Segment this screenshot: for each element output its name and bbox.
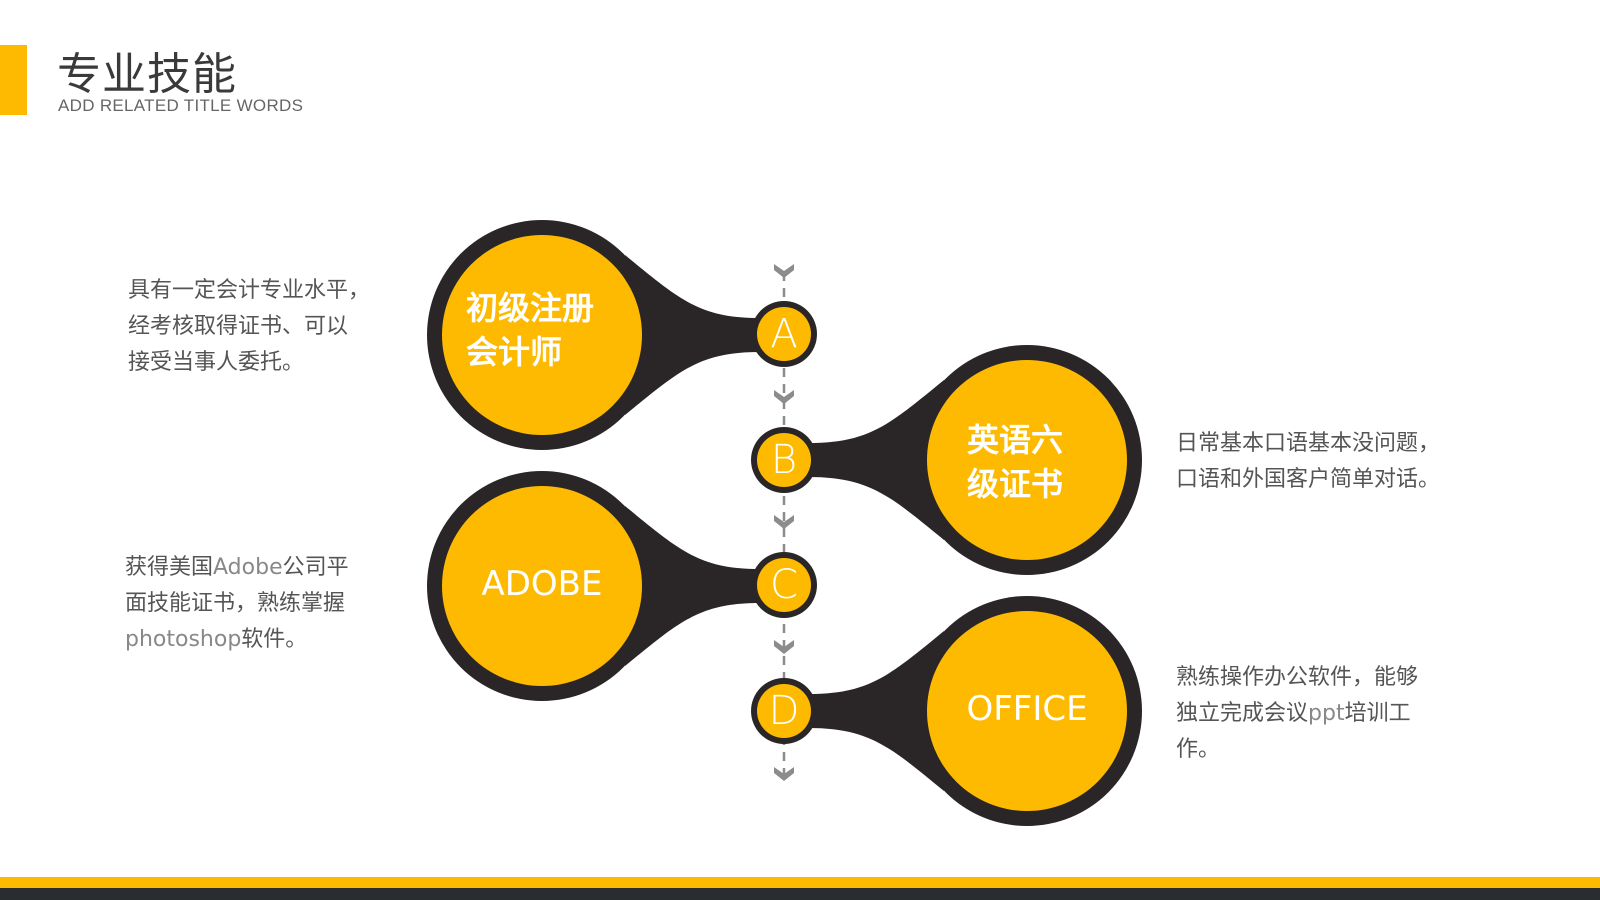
node-b-label: 英语六 级证书 — [967, 418, 1063, 506]
node-b-shape — [751, 345, 1142, 575]
desc-line: photoshop软件。 — [125, 622, 349, 658]
node-letter-d: D — [768, 688, 800, 734]
node-a-label: 初级注册 会计师 — [466, 286, 594, 374]
desc-latin-text: photoshop — [125, 627, 242, 652]
desc-line: 接受当事人委托。 — [128, 350, 305, 375]
desc-line: 作。 — [1176, 737, 1221, 762]
node-a-shape — [427, 220, 817, 450]
desc-line: 具有一定会计专业水平， — [128, 278, 371, 303]
node-a-label-line2: 会计师 — [466, 333, 563, 371]
node-c-description: 获得美国Adobe公司平 面技能证书，熟练掌握 photoshop软件。 — [125, 550, 349, 658]
node-c-shape — [427, 471, 817, 701]
node-d-description: 熟练操作办公软件，能够 独立完成会议ppt培训工 作。 — [1176, 660, 1418, 768]
page-subtitle: ADD RELATED TITLE WORDS — [58, 96, 304, 115]
chevron-down-icon — [774, 640, 794, 654]
desc-text: 获得美国 — [125, 555, 214, 580]
node-b-label-line2: 级证书 — [967, 465, 1064, 503]
desc-text: 软件。 — [241, 627, 308, 652]
desc-line: 口语和外国客户简单对话。 — [1176, 467, 1441, 492]
node-a-label-line1: 初级注册 — [466, 289, 595, 327]
desc-line: 日常基本口语基本没问题， — [1176, 431, 1441, 456]
desc-latin-text: Adobe — [213, 555, 283, 580]
desc-line: 熟练操作办公软件，能够 — [1176, 665, 1419, 690]
node-b-description: 日常基本口语基本没问题， 口语和外国客户简单对话。 — [1176, 426, 1440, 498]
footer-dark-bar — [0, 888, 1600, 900]
node-a-description: 具有一定会计专业水平， 经考核取得证书、可以 接受当事人委托。 — [128, 273, 370, 381]
desc-text: 培训工 — [1344, 701, 1411, 726]
page-title: 专业技能 — [57, 49, 237, 100]
desc-latin-text: ppt — [1308, 701, 1345, 726]
node-c-label: ADOBE — [481, 564, 603, 604]
chevron-down-icon — [774, 264, 794, 278]
node-d-label: OFFICE — [966, 689, 1088, 729]
desc-text: 公司平 — [282, 555, 349, 580]
desc-text: 独立完成会议 — [1176, 701, 1309, 726]
node-letter-c: C — [770, 562, 798, 608]
chevron-down-icon — [774, 390, 794, 404]
node-d-shape — [751, 596, 1142, 826]
desc-line: 独立完成会议ppt培训工 — [1176, 696, 1418, 732]
chevron-down-icon — [774, 515, 794, 529]
chevron-down-icon — [774, 767, 794, 781]
node-b-label-line1: 英语六 — [967, 421, 1064, 459]
footer-accent-bar — [0, 877, 1600, 888]
node-letter-b: B — [770, 437, 798, 483]
desc-line: 面技能证书，熟练掌握 — [125, 591, 346, 616]
desc-line: 获得美国Adobe公司平 — [125, 550, 349, 586]
node-letter-a: A — [770, 311, 798, 357]
chevron-down-icons — [774, 264, 794, 781]
desc-line: 经考核取得证书、可以 — [128, 314, 349, 339]
title-accent-block — [0, 45, 27, 115]
